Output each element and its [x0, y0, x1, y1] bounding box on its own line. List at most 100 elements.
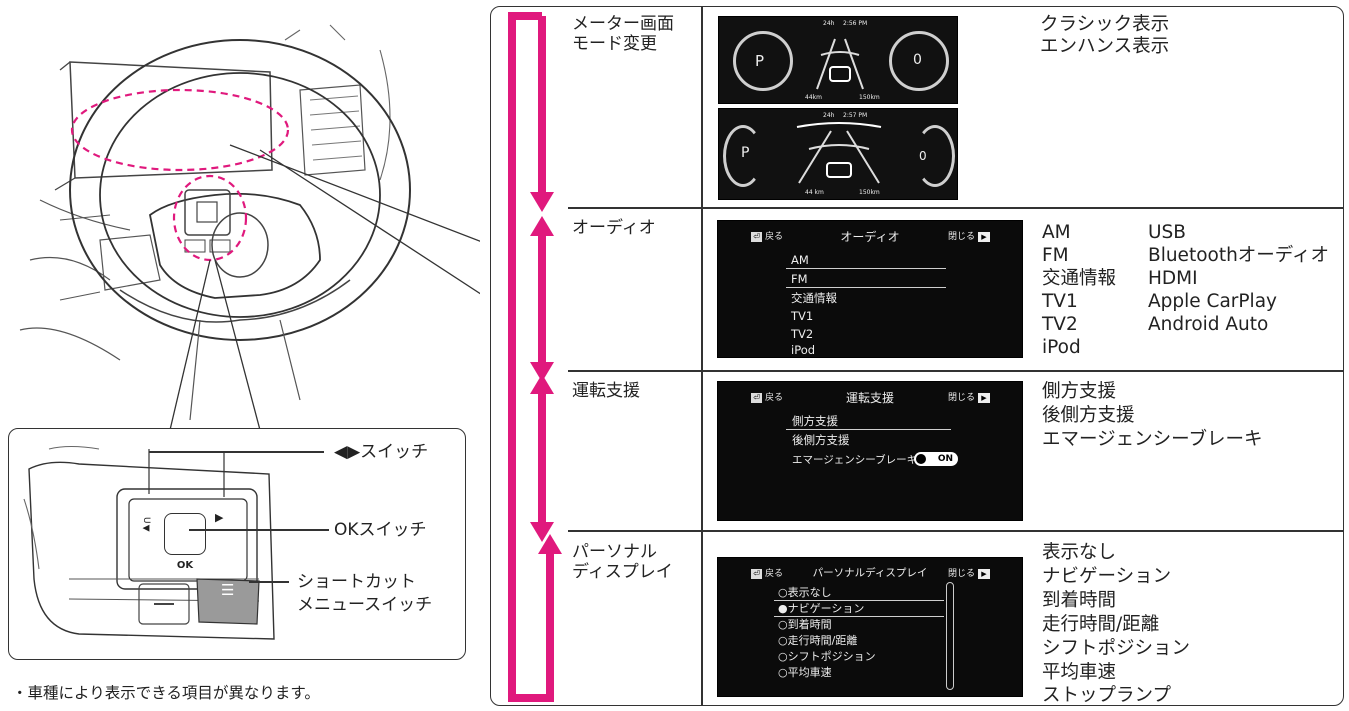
- menu-item[interactable]: エマージェンシーブレーキ: [792, 454, 918, 466]
- meter-option: エンハンス表示: [1040, 36, 1170, 57]
- gear-indicator: P: [755, 52, 765, 70]
- trip-distance: 44km: [805, 94, 822, 101]
- radio-empty-icon: ○: [778, 618, 788, 631]
- trip-distance: 44 km: [805, 189, 824, 196]
- menu-item[interactable]: TV1: [791, 309, 814, 323]
- meter-time-range: 24h: [823, 20, 835, 27]
- row-title-driving-assist: 運転支援: [572, 381, 640, 401]
- audio-menu-screen: ⏎戻る オーディオ 閉じる▶ AM FM 交通情報 TV1 TV2 iPod: [717, 220, 1023, 358]
- menu-item[interactable]: iPod: [791, 343, 816, 357]
- audio-option: TV2: [1042, 314, 1078, 335]
- personal-option: 表示なし: [1042, 542, 1117, 563]
- speed-value: 0: [919, 149, 927, 163]
- assist-option: エマージェンシーブレーキ: [1042, 429, 1263, 450]
- speedometer-arc: [915, 125, 955, 187]
- shortcut-menu-button[interactable]: ☰: [199, 569, 257, 611]
- switch-detail-panel: OK U◀ ▶ ☰ ◀▶スイッチ OKスイッチ ショートカット メニュースイッチ: [8, 428, 466, 660]
- meter-clock: 2:56 PM: [843, 20, 868, 27]
- close-arrow-icon: ▶: [978, 231, 990, 242]
- navigation-loop-arrows: [508, 12, 562, 702]
- personal-option: 走行時間/距離: [1042, 614, 1160, 635]
- personal-option: 到着時間: [1042, 590, 1117, 611]
- toggle-knob: [916, 454, 926, 464]
- audio-option: TV1: [1042, 291, 1078, 312]
- row-divider: [568, 370, 1344, 372]
- back-button[interactable]: ⏎戻る: [751, 566, 783, 579]
- row-title-audio: オーディオ: [572, 218, 656, 238]
- screen-title: オーディオ: [840, 230, 900, 244]
- personal-option: ナビゲーション: [1042, 566, 1172, 587]
- assist-option: 後側方支援: [1042, 405, 1135, 426]
- screen-title: パーソナルディスプレイ: [812, 567, 928, 579]
- footnote: ・車種により表示できる項目が異なります。: [12, 684, 320, 702]
- back-button[interactable]: ⏎戻る: [751, 229, 783, 242]
- meter-screen-classic: 24h 2:56 PM P 0 44km 150km: [718, 16, 958, 104]
- row-title-meter: メーター画面 モード変更: [572, 14, 674, 54]
- tachometer-arc: [723, 125, 763, 187]
- personal-display-menu-screen: ⏎戻る パーソナルディスプレイ 閉じる▶ ○表示なし ●ナビゲーション ○到着時…: [717, 557, 1023, 697]
- list-icon: ☰: [221, 581, 235, 599]
- steering-wheel-illustration: [19, 24, 480, 431]
- range-distance: 150km: [859, 189, 880, 196]
- menu-item[interactable]: AM: [791, 253, 809, 267]
- back-icon: ⏎: [751, 392, 762, 403]
- table-column-divider: [701, 6, 703, 706]
- close-button[interactable]: 閉じる▶: [948, 229, 990, 242]
- ok-button-label: OK: [176, 560, 194, 571]
- meter-clock: 2:57 PM: [843, 112, 868, 119]
- audio-option: iPod: [1042, 337, 1081, 358]
- range-distance: 150km: [859, 94, 880, 101]
- row-divider: [568, 207, 1344, 209]
- back-button[interactable]: ⏎戻る: [751, 390, 783, 403]
- switch-panel-drawing: [23, 445, 275, 640]
- shortcut-callout-line1: ショートカット: [297, 572, 416, 592]
- menu-item[interactable]: 側方支援: [792, 414, 838, 428]
- driving-assist-menu-screen: ⏎戻る 運転支援 閉じる▶ 側方支援 後側方支援 エマージェンシーブレーキ ON: [717, 381, 1023, 521]
- gear-indicator: P: [741, 145, 750, 161]
- audio-option: USB: [1148, 222, 1186, 243]
- radio-option[interactable]: ○走行時間/距離: [778, 634, 858, 647]
- shortcut-callout-line2: メニュースイッチ: [297, 595, 433, 615]
- row-title-personal-display: パーソナル ディスプレイ: [572, 542, 673, 582]
- ok-switch-callout: OKスイッチ: [334, 520, 427, 540]
- meter-option: クラシック表示: [1040, 14, 1170, 35]
- close-arrow-icon: ▶: [978, 568, 990, 579]
- speed-value: 0: [913, 52, 922, 68]
- menu-table: [490, 6, 1344, 706]
- personal-option: 平均車速: [1042, 662, 1117, 683]
- meter-time-range: 24h: [823, 112, 835, 119]
- personal-option: ストップランプ: [1042, 685, 1171, 706]
- left-switch[interactable]: U◀: [141, 516, 151, 534]
- radio-option-selected[interactable]: ●ナビゲーション: [778, 602, 865, 615]
- menu-item[interactable]: FM: [791, 272, 808, 286]
- audio-option: Bluetoothオーディオ: [1148, 245, 1330, 266]
- radio-empty-icon: ○: [778, 586, 788, 599]
- close-button[interactable]: 閉じる▶: [948, 566, 990, 579]
- lr-switch-callout: ◀▶スイッチ: [334, 442, 429, 462]
- radio-empty-icon: ○: [778, 634, 788, 647]
- close-button[interactable]: 閉じる▶: [948, 390, 990, 403]
- menu-item[interactable]: 交通情報: [791, 291, 837, 305]
- ok-button[interactable]: OK: [164, 513, 206, 571]
- audio-option: 交通情報: [1042, 268, 1117, 289]
- radio-option[interactable]: ○シフトポジション: [778, 650, 876, 663]
- radio-empty-icon: ○: [778, 666, 788, 679]
- audio-option: FM: [1042, 245, 1069, 266]
- back-icon: ⏎: [751, 231, 762, 242]
- road-display-icon: [816, 38, 864, 90]
- radio-option[interactable]: ○表示なし: [778, 586, 832, 599]
- close-arrow-icon: ▶: [978, 392, 990, 403]
- audio-option: Apple CarPlay: [1148, 291, 1277, 312]
- emergency-brake-toggle[interactable]: ON: [914, 452, 958, 466]
- radio-empty-icon: ○: [778, 650, 788, 663]
- radio-option[interactable]: ○到着時間: [778, 618, 832, 631]
- menu-item[interactable]: TV2: [791, 327, 814, 341]
- back-icon: ⏎: [751, 568, 762, 579]
- radio-option[interactable]: ○平均車速: [778, 666, 832, 679]
- right-switch[interactable]: ▶: [215, 511, 224, 524]
- audio-option: HDMI: [1148, 268, 1198, 289]
- menu-item[interactable]: 後側方支援: [792, 433, 850, 447]
- scrollbar[interactable]: [946, 582, 954, 690]
- personal-option: シフトポジション: [1042, 638, 1191, 659]
- tachometer-gauge: [733, 31, 793, 91]
